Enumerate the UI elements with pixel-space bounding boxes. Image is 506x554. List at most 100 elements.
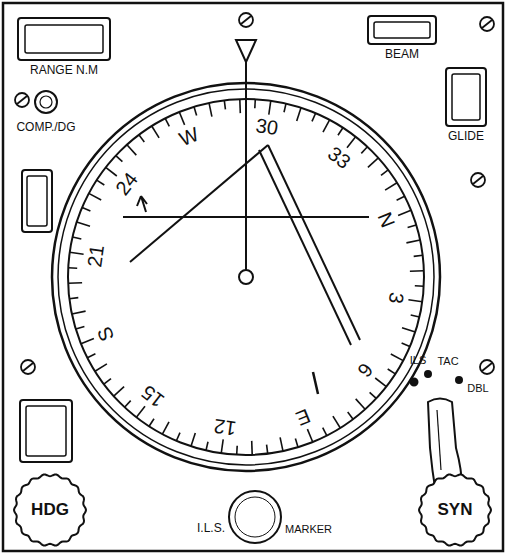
control-label: COMP./DG: [16, 120, 75, 134]
scale-tick: [414, 255, 423, 256]
scale-tick: [370, 392, 377, 398]
panel-control: HDG: [12, 472, 88, 548]
scale-tick: [89, 193, 101, 200]
compass-number: E: [292, 404, 313, 430]
scale-tick: [176, 433, 180, 441]
scale-tick: [97, 180, 105, 185]
switch-label: DBL: [467, 382, 488, 394]
scale-tick: [72, 311, 86, 314]
scale-tick: [194, 107, 197, 116]
panel-control: RANGE N.M: [18, 18, 110, 60]
scale-tick: [381, 170, 388, 175]
scale-tick: [149, 419, 154, 427]
control-label: HDG: [31, 500, 69, 520]
scale-tick: [402, 343, 410, 347]
control-label: GLIDE: [448, 129, 484, 143]
scale-tick: [323, 428, 327, 436]
scale-tick: [398, 210, 411, 215]
screw-slot: [23, 363, 33, 371]
knob-outline: [14, 475, 86, 546]
scale-tick: [68, 267, 77, 269]
scale-tick: [402, 328, 415, 332]
scale-tick: [81, 338, 94, 343]
scale-tick: [114, 387, 124, 396]
scale-tick: [162, 422, 169, 434]
knob-rim: [235, 497, 275, 537]
screw: [480, 17, 494, 31]
screw-slot: [482, 363, 492, 371]
compass-number: 21: [84, 243, 110, 268]
panel-control: SYN: [417, 472, 493, 548]
scale-tick: [323, 120, 330, 132]
compass-number: 3: [383, 291, 407, 305]
compass-number: S: [93, 323, 119, 344]
screw: [471, 173, 485, 187]
control-label: SYN: [438, 500, 473, 520]
scale-tick: [209, 103, 212, 117]
scale-tick: [206, 442, 208, 451]
scale-tick: [236, 446, 238, 455]
scale-tick: [356, 399, 365, 409]
scale-tick: [82, 207, 90, 211]
switch-label: ILS: [410, 354, 427, 366]
panel-control: COMP./DG: [8, 88, 84, 134]
screw-slot: [482, 20, 492, 28]
scale-tick: [69, 298, 78, 299]
scale-tick: [333, 416, 340, 428]
screw-slot: [17, 96, 27, 104]
scale-tick: [254, 99, 256, 108]
scale-tick: [411, 315, 420, 317]
compass-number: 24: [111, 168, 143, 200]
scale-tick: [106, 167, 117, 176]
scale-tick: [388, 369, 396, 374]
scale-tick: [397, 196, 405, 200]
compass-number: 15: [137, 380, 169, 412]
screw: [15, 93, 29, 107]
scale-tick: [139, 135, 144, 142]
scale-tick: [191, 433, 195, 446]
scale-tick: [338, 128, 343, 136]
scale-tick: [391, 354, 403, 361]
scale-tick: [375, 378, 386, 387]
control-label: MARKER: [285, 523, 332, 535]
panel-control: I.L.S. MARKER: [160, 488, 350, 550]
control-label: I.L.S.: [197, 521, 225, 535]
switch-label: TAC: [437, 355, 458, 367]
compass-number: W: [176, 123, 202, 151]
compass-number: 12: [212, 414, 237, 440]
scale-tick: [267, 445, 268, 454]
scale-tick: [347, 137, 356, 148]
scale-tick: [152, 126, 159, 138]
scale-tick: [297, 108, 301, 121]
scale-tick: [95, 364, 107, 371]
scale-tick: [295, 439, 298, 448]
compass-number: 30: [254, 115, 279, 141]
screw-slot: [241, 16, 251, 24]
scale-tick: [70, 252, 84, 254]
scale-tick: [239, 99, 241, 113]
control-label: RANGE N.M: [30, 63, 98, 77]
screw: [480, 360, 494, 374]
knob-outline: [419, 475, 491, 546]
knob-graphic: [160, 488, 350, 550]
scale-tick: [312, 113, 316, 121]
scale-tick: [77, 222, 90, 226]
scale-tick: [368, 158, 378, 167]
scale-tick: [125, 401, 131, 408]
scale-tick: [136, 406, 145, 417]
compass-number: 33: [323, 142, 355, 174]
scale-tick: [284, 104, 286, 113]
scale-tick: [348, 412, 353, 419]
scale-tick: [221, 439, 223, 453]
scale-tick: [408, 225, 417, 228]
scale-tick: [73, 237, 82, 239]
scale-tick: [415, 285, 424, 287]
scale-tick: [269, 101, 271, 115]
screw: [239, 13, 253, 27]
scale-tick: [280, 437, 283, 451]
scale-tick: [361, 147, 367, 154]
scale-tick: [179, 112, 184, 125]
panel-control: BEAM: [368, 16, 436, 44]
